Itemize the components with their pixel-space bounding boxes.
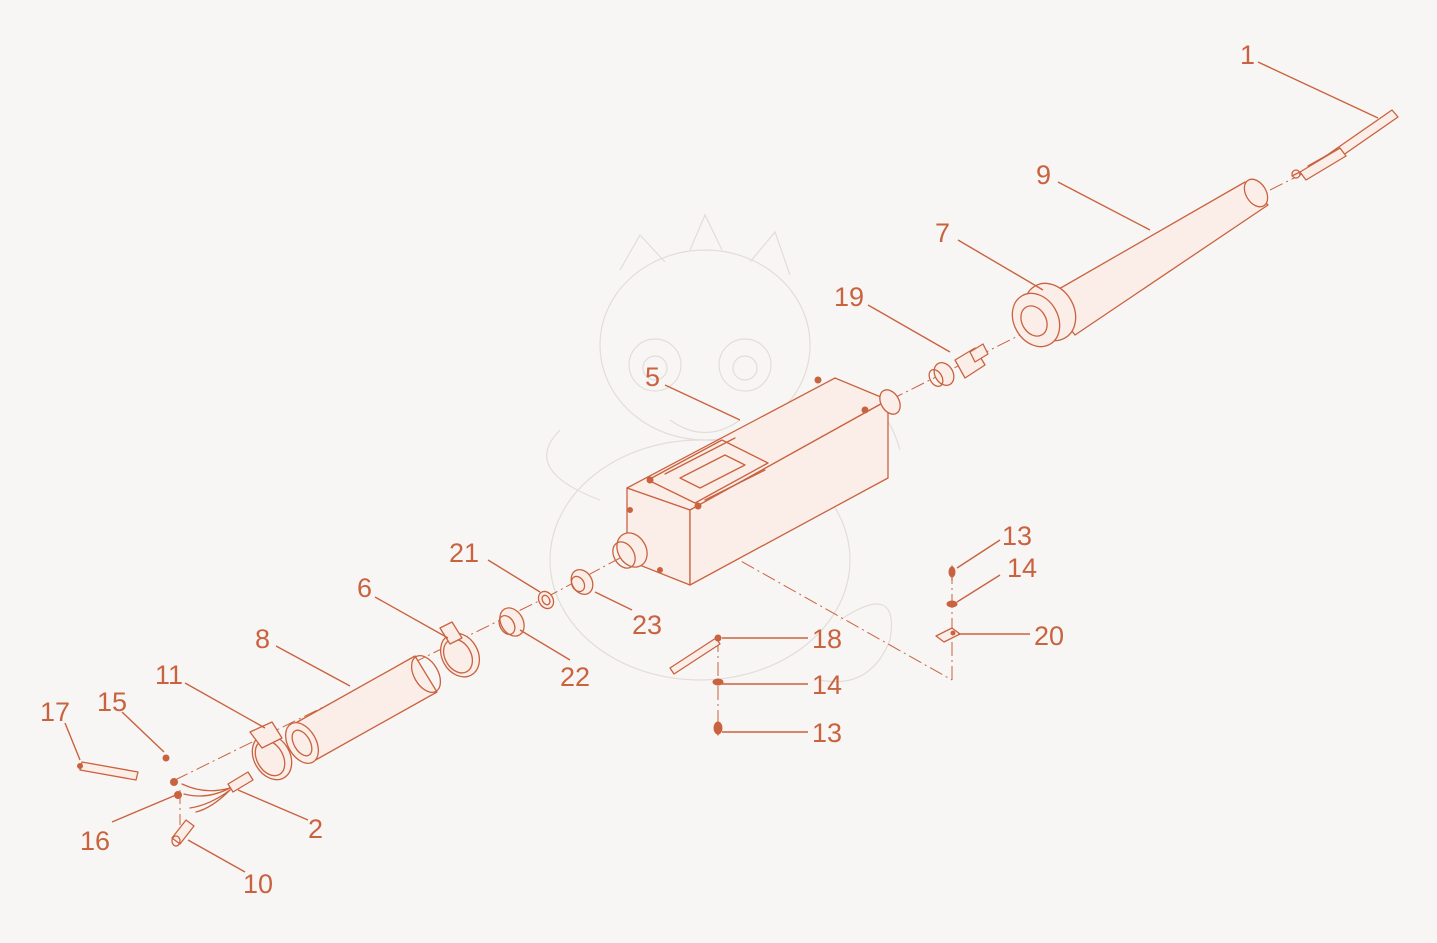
- part-18-bracket: [669, 634, 722, 675]
- part-22-nut: [498, 607, 525, 637]
- part-11-clamp: [249, 721, 293, 781]
- part-21-washer: [537, 590, 555, 610]
- callout-23: 23: [632, 610, 662, 640]
- part-9-tapered-sleeve: [1044, 178, 1269, 336]
- callout-20: 20: [1034, 621, 1064, 651]
- callout-13-upper: 13: [1002, 521, 1032, 551]
- part-6-clamp: [439, 621, 481, 678]
- callout-6: 6: [357, 573, 372, 603]
- watermark-figure: [546, 213, 901, 683]
- part-17-sensor: [77, 761, 139, 781]
- callout-8: 8: [255, 624, 270, 654]
- callout-2: 2: [308, 814, 323, 844]
- leader-lines: [64, 61, 1379, 873]
- part-15-terminal: [162, 754, 178, 786]
- callout-18: 18: [812, 624, 842, 654]
- part-19-connector: [928, 343, 989, 388]
- part-14-washer-upper: [946, 600, 958, 608]
- part-13-screw-lower: [713, 721, 723, 736]
- part-7-collar-ring: [1011, 282, 1077, 348]
- callout-21: 21: [449, 538, 479, 568]
- callout-1: 1: [1240, 40, 1255, 70]
- part-2-cable: [181, 771, 254, 813]
- part-5-main-housing: [612, 376, 901, 586]
- callout-7: 7: [935, 218, 950, 248]
- callout-10: 10: [243, 869, 273, 899]
- callout-11: 11: [155, 660, 183, 690]
- callout-14-upper: 14: [1007, 553, 1037, 583]
- part-1-probe-rod: [1291, 109, 1399, 181]
- callout-15: 15: [97, 687, 127, 717]
- part-13-screw-upper: [948, 565, 956, 581]
- part-10-sleeve: [171, 819, 195, 847]
- part-14-washer-lower: [712, 678, 724, 686]
- callout-22: 22: [560, 662, 590, 692]
- callout-19: 19: [834, 282, 864, 312]
- callout-17: 17: [40, 697, 70, 727]
- callout-labels: 1 9 7 19 5 21 23 22 6 8 11 15 17 16 2 10…: [40, 40, 1255, 899]
- callout-9: 9: [1036, 160, 1051, 190]
- part-23-ring: [570, 569, 594, 595]
- callout-16: 16: [80, 826, 110, 856]
- callout-5: 5: [645, 362, 660, 392]
- part-20-plate: [935, 627, 961, 643]
- callout-14-lower: 14: [812, 670, 842, 700]
- part-8-tube: [284, 655, 442, 764]
- callout-13-lower: 13: [812, 718, 842, 748]
